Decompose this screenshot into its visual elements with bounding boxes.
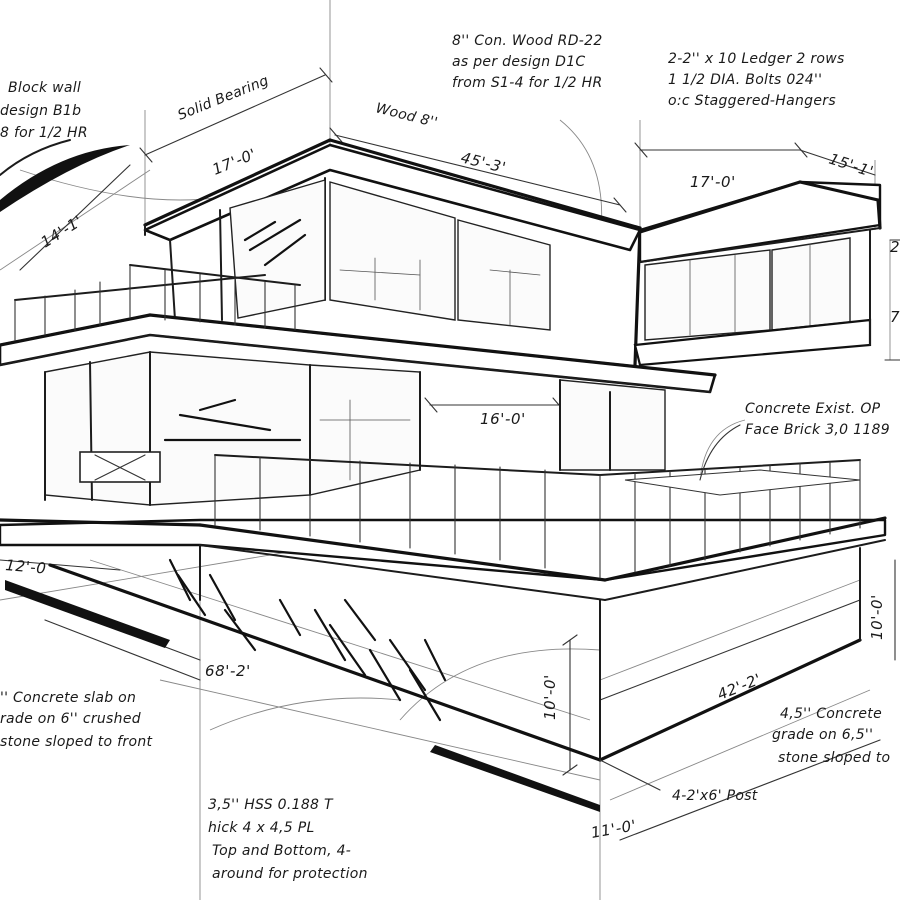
upper-volume-main: [143, 138, 642, 367]
hss-label-4: around for protection: [212, 866, 368, 882]
foundation: [5, 544, 862, 812]
hss-label-2: hick 4 x 4,5 PL: [208, 820, 315, 836]
slab-left-label-2: rade on 6'' crushed: [0, 711, 141, 727]
dim-10-0-center: 10'-0': [541, 674, 559, 720]
annotation-leaders: [44, 424, 741, 791]
dim-edge-2: 2: [890, 238, 900, 256]
solid-bearing-label: Solid Bearing: [176, 73, 272, 124]
con-wood-label-1: 8'' Con. Wood RD-22: [452, 33, 603, 49]
dim-17-0-top: 17'-0': [210, 145, 259, 179]
ledger-label-3: o:c Staggered-Hangers: [668, 93, 836, 109]
annotations: Block wall design B1b 8 for 1/2 HR Solid…: [0, 33, 890, 882]
slab-right-label-1: 4,5'' Concrete: [780, 706, 882, 722]
dim-45-3: 45'-3': [459, 148, 508, 177]
concrete-exist-label-2: Face Brick 3,0 1189: [745, 422, 890, 438]
dim-16-0: 16'-0': [480, 410, 526, 428]
dim-68-2: 68'-2': [205, 662, 251, 680]
ledger-label-2: 1 1/2 DIA. Bolts 024'': [668, 72, 822, 88]
dim-12-0: 12'-0: [5, 556, 48, 578]
dim-edge-7: 7: [890, 308, 900, 326]
dimension-labels: 17'-0' 45'-3' 17'-0' 15'-1' 14'-1' 16'-0…: [5, 145, 900, 842]
dim-42-2: 42'-2': [715, 670, 764, 704]
hss-label-3: Top and Bottom, 4-: [212, 843, 351, 859]
ground-floor: [44, 351, 666, 506]
concrete-exist-label-1: Concrete Exist. OP: [745, 401, 881, 417]
upper-balcony: [0, 264, 717, 394]
flourish-stroke: [0, 139, 130, 212]
dim-14-1: 14'-1': [38, 212, 86, 252]
dim-11-0: 11'-0': [590, 816, 638, 842]
slab-right-label-2: grade on 6,5'': [772, 727, 873, 743]
ledger-label-1: 2-2'' x 10 Ledger 2 rows: [668, 51, 845, 67]
block-wall-label-2: design B1b: [0, 103, 81, 119]
slab-right-label-3: stone sloped to: [778, 750, 890, 766]
dim-10-0-right: 10'-0': [868, 594, 886, 640]
block-wall-label-1: Block wall: [8, 80, 81, 96]
con-wood-label-2: as per design D1C: [452, 54, 586, 70]
con-wood-label-3: from S1-4 for 1/2 HR: [452, 75, 602, 91]
lower-deck: [0, 454, 887, 601]
upper-volume-right: [633, 180, 882, 367]
dim-15-1: 15'-1': [827, 150, 876, 181]
post-label: 4-2'x6' Post: [672, 788, 758, 804]
block-wall-label-3: 8 for 1/2 HR: [0, 125, 88, 141]
dim-17-0-right: 17'-0': [690, 173, 736, 191]
slab-left-label-3: stone sloped to front: [0, 734, 152, 750]
earth-hatching: [168, 558, 447, 722]
hss-label-1: 3,5'' HSS 0.188 T: [208, 797, 334, 813]
slab-left-label-1: '' Concrete slab on: [0, 690, 136, 706]
wood-label: Wood 8'': [374, 100, 439, 131]
